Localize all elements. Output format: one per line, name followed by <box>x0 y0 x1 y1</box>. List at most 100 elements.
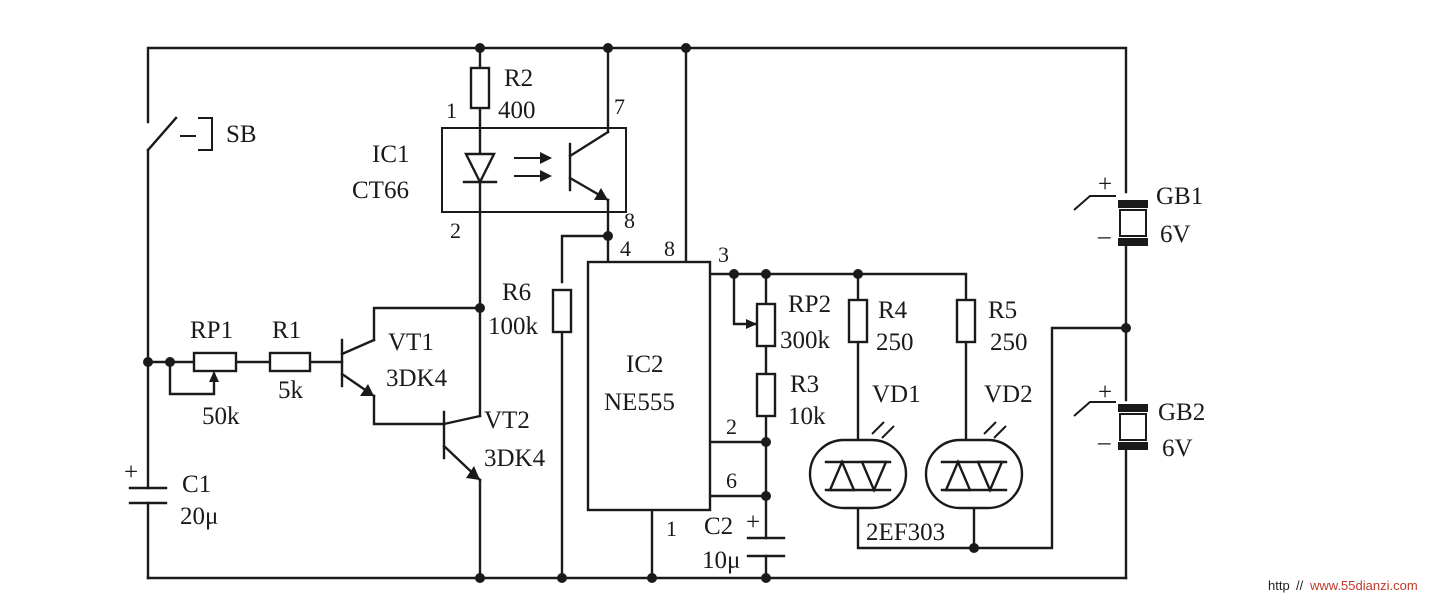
vt1-collector-leg <box>340 338 376 356</box>
resistor-r6: R6 100k <box>488 279 573 340</box>
potentiometer-rp1: RP1 50k <box>190 317 240 430</box>
label-r1-value: 5k <box>278 377 304 404</box>
vd1-body <box>808 438 908 510</box>
wire-top-rail <box>146 46 1128 194</box>
resistor-r2: R2 400 <box>469 65 536 124</box>
gb2-cell-body <box>1119 413 1147 441</box>
label-sb: SB <box>226 121 257 148</box>
ic2-pin-4: 4 <box>620 236 631 261</box>
wire-vt1-collector <box>372 306 482 342</box>
gb2-minus: – <box>1097 429 1111 456</box>
ic1-pin-1: 1 <box>446 98 457 123</box>
wire-ic2-out <box>708 272 968 302</box>
junction-dot <box>475 43 485 53</box>
label-rp1-value: 50k <box>202 403 240 430</box>
junction-dot <box>475 303 485 313</box>
junction-dot <box>603 43 613 53</box>
label-rp2-value: 300k <box>780 327 831 354</box>
gb1-minus: – <box>1097 223 1111 250</box>
label-r2-value: 400 <box>498 97 536 124</box>
optocoupler-ic1: IC1 CT66 1 2 7 8 <box>352 94 635 243</box>
gb2-plus: + <box>1098 379 1112 406</box>
ic1-pin-7: 7 <box>614 94 625 119</box>
vd1-light-ray-1 <box>871 421 885 435</box>
resistor-r5: R5 250 <box>955 297 1028 356</box>
watermark: http // www.55dianzi.com <box>1268 578 1418 593</box>
label-vd1: VD1 <box>872 381 921 408</box>
label-r5-value: 250 <box>990 329 1028 356</box>
rp2-wiper-arrow <box>746 319 757 329</box>
wire-rp2-wiper <box>732 272 758 326</box>
junction-dot <box>761 437 771 447</box>
ic1-photo-arrow <box>594 188 608 200</box>
label-gb1-value: 6V <box>1160 221 1191 248</box>
label-vt1-ref: VT1 <box>388 329 434 356</box>
ic1-photo-collector <box>568 130 610 158</box>
gb1-cell-top <box>1118 200 1148 208</box>
label-vt2-part: 3DK4 <box>484 445 546 472</box>
potentiometer-rp2: RP2 300k <box>746 291 831 354</box>
label-ic1-ref: IC1 <box>372 141 410 168</box>
ic2-body <box>586 260 712 512</box>
r5-body <box>955 298 977 344</box>
label-vd2: VD2 <box>984 381 1033 408</box>
led-vd2: VD2 <box>924 381 1033 510</box>
junction-dot <box>1121 323 1131 333</box>
ic2-pin-3: 3 <box>718 242 729 267</box>
label-r3-value: 10k <box>788 403 826 430</box>
vd1-diode-b <box>860 460 888 494</box>
label-r2-ref: R2 <box>504 65 533 92</box>
resistor-r1: R1 5k <box>268 317 312 404</box>
c2-polarity: + <box>746 509 760 536</box>
resistor-r3: R3 10k <box>755 371 826 430</box>
label-r5-ref: R5 <box>988 297 1017 324</box>
resistor-r4: R4 250 <box>847 297 914 356</box>
vt2-emitter-arrow <box>466 466 480 480</box>
gb1-cell-bottom <box>1118 238 1148 246</box>
label-vt2-ref: VT2 <box>484 407 530 434</box>
junction-dot <box>681 43 691 53</box>
label-r6-value: 100k <box>488 313 539 340</box>
vd1-light-ray-2 <box>881 425 895 439</box>
gb2-cell-bottom <box>1118 442 1148 450</box>
battery-gb2: + – GB2 6V <box>1073 379 1205 462</box>
junction-dot <box>557 573 567 583</box>
watermark-url: www.55dianzi.com <box>1309 578 1418 593</box>
label-gb1-ref: GB1 <box>1156 183 1203 210</box>
label-vt1-part: 3DK4 <box>386 365 448 392</box>
vt2-collector-leg <box>442 414 482 426</box>
gb1-cell-body <box>1119 209 1147 237</box>
ic1-light-arrowhead-1 <box>540 152 552 164</box>
ic2-pin-6: 6 <box>726 468 737 493</box>
switch-blade <box>146 116 178 152</box>
label-r4-value: 250 <box>876 329 914 356</box>
vd2-light-ray-2 <box>993 425 1007 439</box>
transistor-vt1: VT1 3DK4 <box>340 329 448 398</box>
label-r6-ref: R6 <box>502 279 531 306</box>
label-ic2-part: NE555 <box>604 389 675 416</box>
capacitor-c2: + C2 10μ <box>702 509 786 574</box>
junction-dot <box>761 491 771 501</box>
junction-dot <box>165 357 175 367</box>
label-gb2-ref: GB2 <box>1158 399 1205 426</box>
vd2-diode-b <box>976 460 1004 494</box>
junction-dot <box>761 573 771 583</box>
switch-sb: SB <box>146 116 257 152</box>
vd2-body <box>924 438 1024 510</box>
watermark-separator: // <box>1296 578 1304 593</box>
gb2-lead <box>1073 401 1116 417</box>
junction-dot <box>853 269 863 279</box>
ic2-pin-2: 2 <box>726 414 737 439</box>
timer-ic2: IC2 NE555 4 8 3 2 6 1 <box>586 236 737 541</box>
label-c1-ref: C1 <box>182 471 211 498</box>
label-rp1-ref: RP1 <box>190 317 233 344</box>
capacitor-c1: + C1 20μ <box>124 459 218 530</box>
r4-body <box>847 298 869 344</box>
rp1-body <box>192 351 238 373</box>
label-led-part: 2EF303 <box>866 519 945 546</box>
ic1-led <box>464 152 496 185</box>
wiring <box>146 46 1128 580</box>
r6-body <box>551 288 573 334</box>
label-c2-ref: C2 <box>704 513 733 540</box>
ic1-light-arrowhead-2 <box>540 170 552 182</box>
